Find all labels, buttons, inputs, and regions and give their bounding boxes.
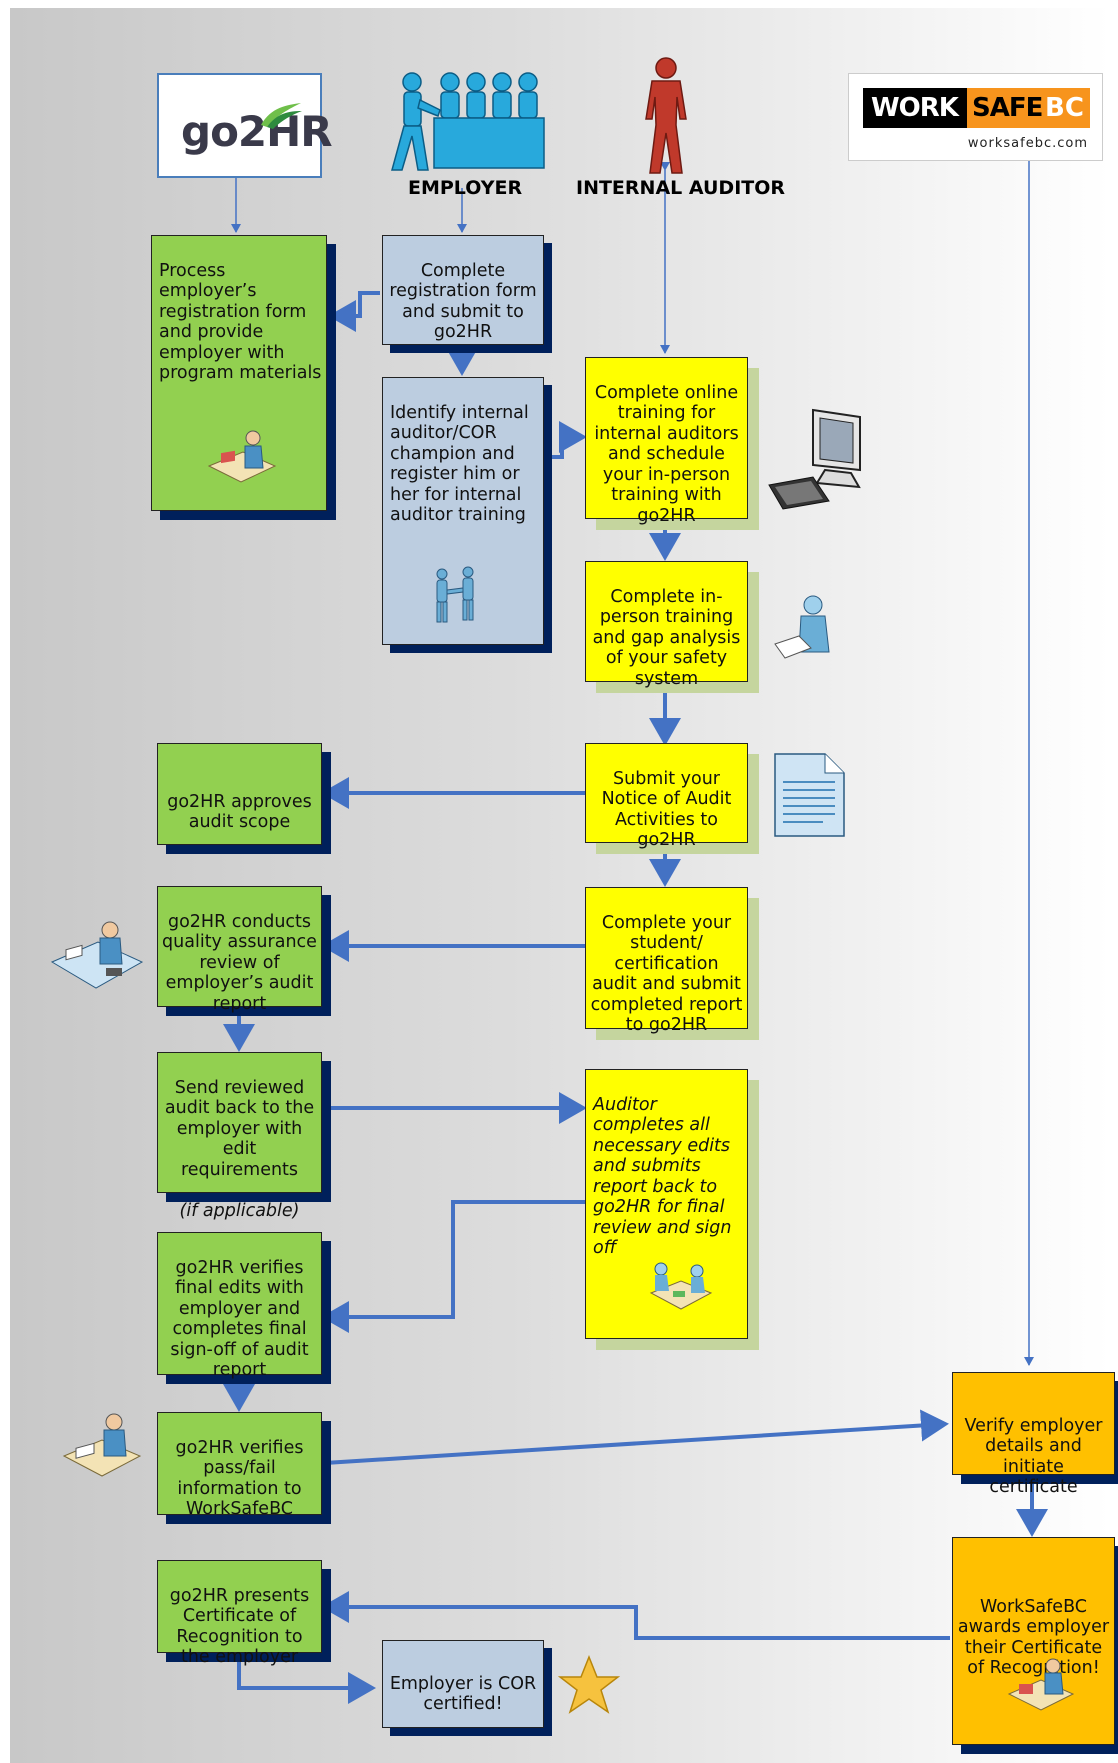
- step-employer-cor-certified: Employer is COR certified!: [382, 1640, 544, 1728]
- step-employer-complete-registration: Complete registration form and submit to…: [382, 235, 544, 345]
- step-text: Complete online training for internal au…: [594, 382, 739, 526]
- go2hr-logo-text: go2HR: [181, 107, 333, 156]
- desk-reviewer-icon: [50, 921, 144, 989]
- worksafebc-safe-block: SAFE BC: [967, 88, 1090, 128]
- step-go2hr-verifies-final: go2HR verifies final edits with employer…: [157, 1232, 322, 1380]
- connector-pass-to-verify: [324, 1409, 949, 1465]
- worksafebc-logo-bar: WORK SAFE BC: [863, 88, 1090, 128]
- step-worksafe-awards-certificate: WorkSafeBC awards employer their Certifi…: [952, 1537, 1115, 1745]
- step-auditor-online-training: Complete online training for internal au…: [585, 357, 748, 526]
- worksafebc-logo: WORK SAFE BC worksafebc.com: [848, 73, 1103, 161]
- step-text: go2HR verifies final edits with employer…: [170, 1257, 309, 1381]
- document-icon: [774, 753, 845, 837]
- step-text: Complete in-person training and gap anal…: [592, 586, 741, 689]
- internal-auditor-icon: [645, 57, 687, 174]
- step-text: go2HR presents Certificate of Recognitio…: [169, 1585, 310, 1668]
- employer-group-icon: [391, 72, 545, 171]
- computer-icon: [768, 408, 861, 510]
- step-auditor-complete-audit: Complete your student/ certification aud…: [585, 887, 748, 1035]
- step-text: go2HR conducts quality assurance review …: [162, 911, 317, 1014]
- step-go2hr-send-back: Send reviewed audit back to the employer…: [157, 1052, 322, 1221]
- step-text: Employer is COR certified!: [389, 1673, 537, 1715]
- star-icon: [558, 1655, 620, 1714]
- employer-label: EMPLOYER: [408, 177, 523, 199]
- step-text: WorkSafeBC awards employer their Certifi…: [957, 1596, 1110, 1679]
- desk-worker-icon: [207, 430, 277, 483]
- step-worksafe-verify-details: Verify employer details and initiate cer…: [952, 1372, 1115, 1497]
- step-go2hr-verifies-pass-fail: go2HR verifies pass/fail information to …: [157, 1412, 322, 1519]
- go2hr-leaf-icon: [261, 103, 302, 129]
- step-auditor-submit-notice: Submit your Notice of Audit Activities t…: [585, 743, 748, 850]
- worksafebc-url: worksafebc.com: [967, 136, 1088, 151]
- handshake-icon: [436, 566, 474, 623]
- connector-awards-to-presents: [321, 1591, 950, 1640]
- step-text: go2HR verifies pass/fail information to …: [175, 1437, 304, 1520]
- step-text: Complete your student/ certification aud…: [590, 912, 743, 1036]
- go2hr-logo: go2HR: [157, 73, 333, 178]
- worksafebc-bc: BC: [1045, 93, 1084, 123]
- step-go2hr-presents-certificate: go2HR presents Certificate of Recognitio…: [157, 1560, 322, 1667]
- step-text: Send reviewed audit back to the employer…: [164, 1077, 315, 1180]
- reading-worker-icon: [774, 595, 830, 659]
- worksafebc-safe: SAFE: [972, 93, 1043, 123]
- step-text: Verify employer details and initiate cer…: [964, 1415, 1103, 1498]
- connector-presents-to-certified: [237, 1653, 376, 1704]
- connector-identify-to-online: [545, 421, 587, 459]
- step-go2hr-approves-scope: go2HR approves audit scope: [157, 743, 322, 845]
- connector-edits-to-final: [321, 1200, 585, 1333]
- worksafebc-work: WORK: [871, 93, 959, 123]
- step-note: (if applicable): [179, 1200, 300, 1221]
- award-desk-icon: [1007, 1658, 1075, 1711]
- step-auditor-inperson-training: Complete in-person training and gap anal…: [585, 561, 748, 689]
- internal-auditor-label: INTERNAL AUDITOR: [576, 177, 785, 199]
- step-go2hr-quality-assurance: go2HR conducts quality assurance review …: [157, 886, 322, 1014]
- desk-clerk-icon: [62, 1413, 142, 1477]
- step-text: Identify internal auditor/COR champion a…: [390, 402, 529, 526]
- step-text: Process employer’s registration form and…: [159, 260, 322, 384]
- step-text: Submit your Notice of Audit Activities t…: [601, 768, 732, 851]
- step-text: Auditor completes all necessary edits an…: [593, 1094, 732, 1259]
- step-text: Complete registration form and submit to…: [389, 260, 537, 343]
- connector-form-to-process: [328, 291, 380, 332]
- meeting-icon: [649, 1262, 713, 1310]
- step-text: go2HR approves audit scope: [167, 791, 312, 833]
